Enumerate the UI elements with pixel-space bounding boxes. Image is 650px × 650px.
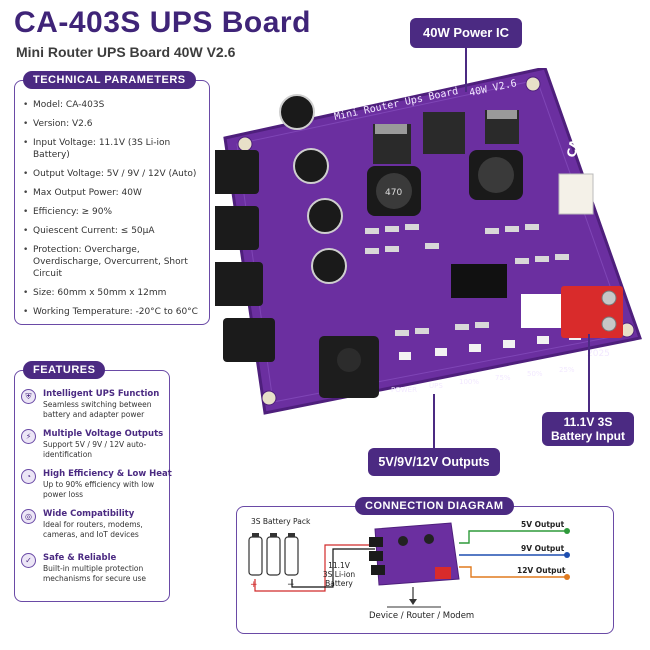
feature-desc: Support 5V / 9V / 12V auto-identificatio… <box>43 440 147 459</box>
callout-line-battery <box>588 334 590 412</box>
led-label-50: 50% <box>527 370 543 378</box>
battery-note-voltage: 11.1V <box>328 561 350 570</box>
callout-line-ic <box>465 48 467 92</box>
globe-icon: ◎ <box>21 509 36 524</box>
connection-diagram-heading: CONNECTION DIAGRAM <box>355 497 514 515</box>
callout-power-ic: 40W Power IC <box>410 18 522 48</box>
param-version: Version: V2.6 <box>23 118 203 130</box>
mounting-hole <box>261 390 277 406</box>
feature-title: High Efficiency & Low Heat <box>43 469 172 479</box>
led-label-ups: UPS <box>429 382 443 390</box>
param-size: Size: 60mm x 50mm x 12mm <box>23 287 203 299</box>
battery-note-battery: Battery <box>325 579 353 588</box>
feature-desc: Up to 90% efficiency with low power loss <box>43 480 155 499</box>
battery-note: 11.1V 3S Li-ion Battery <box>317 561 361 588</box>
param-model: Model: CA-403S <box>23 99 203 111</box>
capacitor <box>279 94 347 284</box>
feature-desc: Ideal for routers, modems, cameras, and … <box>43 520 143 539</box>
svg-text:+: + <box>250 580 258 590</box>
technical-parameters-heading: TECHNICAL PARAMETERS <box>23 71 196 89</box>
feature-title: Multiple Voltage Outputs <box>43 429 164 439</box>
battery-pack-label: 3S Battery Pack <box>251 517 311 526</box>
param-max-power: Max Output Power: 40W <box>23 187 203 199</box>
gauge-icon: ◔ <box>21 469 36 484</box>
output-12v-label: 12V Output <box>517 566 566 575</box>
technical-parameters-list: Model: CA-403S Version: V2.6 Input Volta… <box>23 99 203 325</box>
callout-battery-line2: Battery Input <box>550 429 625 443</box>
battery-cell-icon <box>248 533 299 576</box>
power-ic <box>373 110 519 164</box>
feature-title: Wide Compatibility <box>43 509 135 519</box>
led-label-25: 25% <box>559 366 575 374</box>
callout-outputs: 5V/9V/12V Outputs <box>368 448 500 476</box>
svg-text:−: − <box>287 580 295 590</box>
mounting-hole <box>525 76 541 92</box>
inductor: 470 <box>367 150 523 216</box>
device-label: Device / Router / Modem <box>369 611 475 621</box>
feature-desc: Built-in multiple protection mechanisms … <box>43 564 147 583</box>
check-icon: ✓ <box>21 553 36 568</box>
led-label-power: POWER <box>391 386 417 394</box>
ups-board-image: Mini Router Ups Board 40W V2.6 CA-403S 2… <box>215 68 642 415</box>
smd-components <box>365 224 569 336</box>
battery-pad <box>521 294 561 328</box>
battery-terminal <box>561 286 623 338</box>
features-heading: FEATURES <box>23 361 106 379</box>
callout-line-outputs <box>433 394 435 448</box>
led-label-100: 100% <box>459 378 479 386</box>
dc-jack <box>215 150 379 398</box>
callout-battery: 11.1V 3S Battery Input <box>542 412 634 446</box>
feature-desc: Seamless switching between battery and a… <box>43 400 152 419</box>
technical-parameters-panel: TECHNICAL PARAMETERS Model: CA-403S Vers… <box>14 71 210 325</box>
page-title: CA-403S UPS Board <box>14 6 311 39</box>
param-input-voltage: Input Voltage: 11.1V (3S Li-ion Battery) <box>23 137 203 161</box>
param-protection: Protection: Overcharge, Overdischarge, O… <box>23 244 203 280</box>
callout-battery-line1: 11.1V 3S <box>563 415 613 429</box>
mounting-hole <box>237 136 253 152</box>
controller-chip <box>451 264 507 298</box>
bolt-icon: ⚡ <box>21 429 36 444</box>
inductor-label: 470 <box>385 188 402 198</box>
feature-title: Safe & Reliable <box>43 553 117 563</box>
param-efficiency: Efficiency: ≥ 90% <box>23 206 203 218</box>
jst-connector <box>558 173 594 215</box>
param-quiescent-current: Quiescent Current: ≤ 50μA <box>23 225 203 237</box>
year-mark: 2025 <box>587 349 610 359</box>
connection-diagram: CONNECTION DIAGRAM 3S Battery Pack + − <box>236 497 614 634</box>
page-subtitle: Mini Router UPS Board 40W V2.6 <box>16 44 236 60</box>
connection-diagram-graphic: + − <box>248 522 570 608</box>
output-5v-label: 5V Output <box>521 520 565 529</box>
param-output-voltage: Output Voltage: 5V / 9V / 12V (Auto) <box>23 168 203 180</box>
output-9v-label: 9V Output <box>521 544 565 553</box>
param-working-temp: Working Temperature: -20°C to 60°C <box>23 306 203 318</box>
shield-icon: ⛨ <box>21 389 36 404</box>
features-panel: FEATURES ⛨ Intelligent UPS Function Seam… <box>14 361 172 602</box>
feature-title: Intelligent UPS Function <box>43 389 160 399</box>
led-label-75: 75% <box>495 374 511 382</box>
battery-note-type: 3S Li-ion <box>322 570 356 579</box>
